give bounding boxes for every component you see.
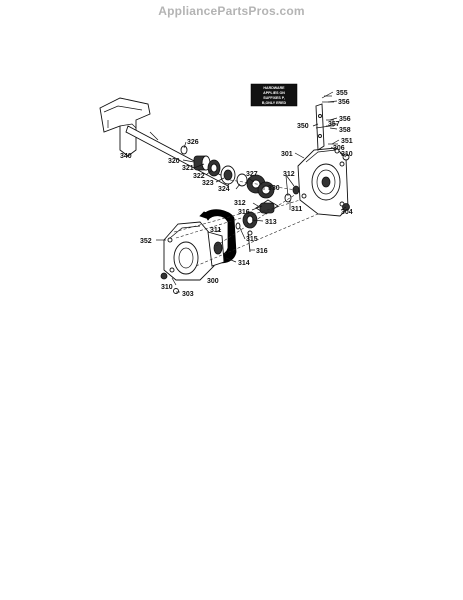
alignment-lines (173, 179, 319, 267)
leader-lines (156, 91, 347, 293)
part-label: 312 (283, 171, 295, 178)
hardware-note-line: APPLIES ON (263, 91, 285, 95)
part-label: 326 (187, 139, 199, 146)
part-label: 320 (168, 158, 180, 165)
housing-301 (297, 147, 349, 217)
part-label: 356 (338, 99, 350, 106)
part-label: 322 (193, 173, 205, 180)
hardware-note-line: HARDWARE (263, 86, 285, 90)
part-label: 306 (333, 145, 345, 152)
part-label: 351 (341, 138, 353, 145)
hardware-note: HARDWARE APPLIES ON SUFFIXES P, B,ONLY E… (250, 83, 298, 107)
hardware-note-line: B,ONLY ERED (262, 101, 287, 105)
part-label: 300 (207, 278, 219, 285)
bracket-350 (315, 95, 350, 211)
part-label: 313 (265, 219, 277, 226)
part-label: 316 (256, 248, 268, 255)
part-label: 311 (291, 206, 302, 213)
part-label: 310 (341, 151, 353, 158)
part-label: 315 (246, 236, 258, 243)
part-label: 350 (297, 123, 309, 130)
part-label: 303 (182, 291, 194, 298)
part-label: 321 (182, 165, 194, 172)
part-label: 312 (234, 200, 246, 207)
part-label: 314 (238, 260, 250, 267)
part-label: 316 (238, 209, 250, 216)
part-labels: 355 356 350 356 357 358 351 306 310 301 … (120, 90, 353, 298)
part-label: 358 (339, 127, 351, 134)
part-label: 357 (328, 121, 340, 128)
part-label: 330 (268, 185, 280, 192)
hardware-note-box (250, 83, 298, 107)
part-label: 301 (281, 151, 293, 158)
part-label: 352 (140, 238, 152, 245)
watermark: AppliancePartsPros.com (158, 4, 305, 18)
part-label: 340 (120, 153, 132, 160)
hardware-note-line: SUFFIXES P, (263, 96, 285, 100)
part-label: 324 (218, 186, 230, 193)
part-label: 304 (341, 209, 353, 216)
part-label: 323 (202, 180, 214, 187)
housing-300 (160, 221, 225, 294)
part-label: 310 (161, 284, 173, 291)
part-label: 356 (339, 116, 351, 123)
part-label: 311 (210, 227, 221, 234)
shaft-assembly-340 (99, 97, 231, 187)
part-label: 327 (246, 171, 258, 178)
part-label: 355 (336, 90, 348, 97)
